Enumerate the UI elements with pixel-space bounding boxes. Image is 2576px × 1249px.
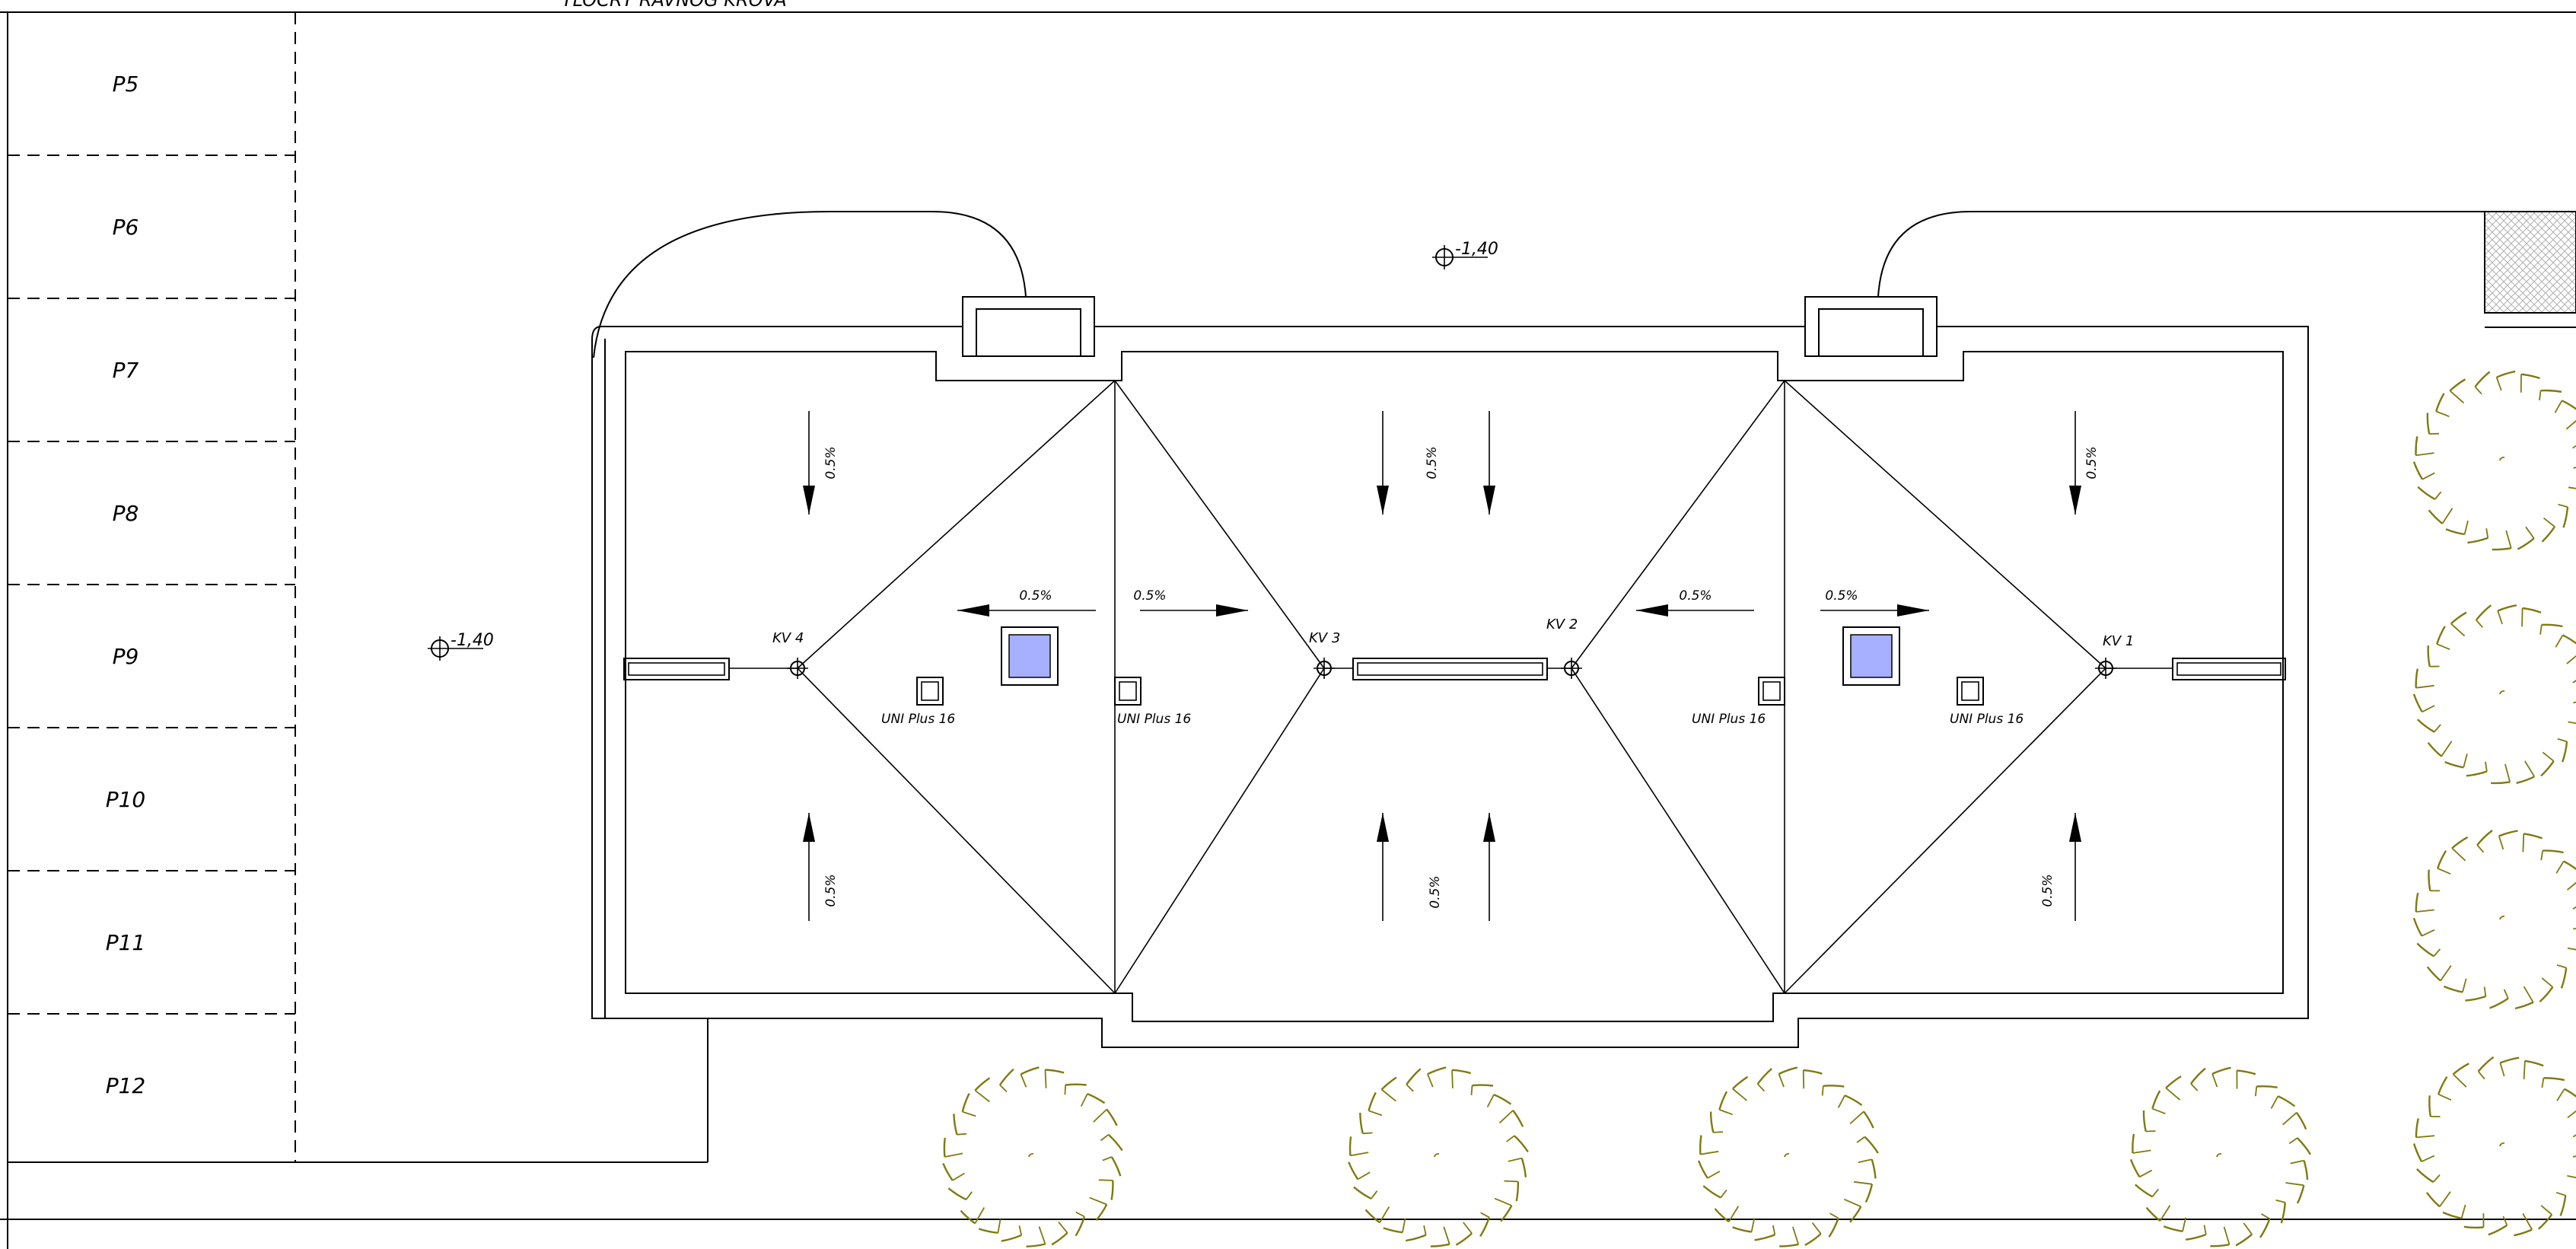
drain-label-kv4: KV 4 [772,630,804,646]
slope-arrowhead [1897,604,1929,617]
slope-arrowhead [1483,813,1495,842]
roof-outline [591,296,2309,1048]
slope-label: 0.5% [1133,588,1166,604]
drain-symbols [787,658,2116,679]
slope-arrowhead [1377,486,1389,515]
slope-label: 0.5% [1019,588,1052,604]
hatched-element [2484,211,2576,328]
slope-arrowhead [2069,813,2081,842]
tree-symbol [2412,1056,2576,1237]
roof-hatch-left [593,211,1095,358]
parking-label-p5: P5 [113,72,139,97]
equipment-label-2: UNI Plus 16 [1117,712,1191,727]
skylight-left [1001,626,1059,686]
equipment-label-3: UNI Plus 16 [1692,712,1766,727]
slope-arrowhead [1216,604,1248,617]
slope-arrowhead [957,604,989,617]
drain-label-kv2: KV 2 [1546,617,1578,632]
tree-symbol [1348,1066,1529,1247]
tree-symbol [1697,1066,1879,1247]
slope-label: 0.5% [1428,875,1443,908]
tree-symbol [942,1066,1123,1247]
slope-arrowhead [803,813,815,842]
parking-label-p10: P10 [106,787,146,812]
parking-label-p9: P9 [113,644,139,669]
parking-label-p6: P6 [113,215,139,240]
trees [942,370,2576,1247]
parking-label-p7: P7 [113,358,139,383]
tree-symbol [2129,1066,2312,1247]
equipment-label-1: UNI Plus 16 [881,712,955,727]
parking-label-p8: P8 [113,501,139,526]
slope-arrowhead [803,486,815,515]
slope-arrowhead [1636,604,1668,617]
slope-label: 0.5% [823,446,839,479]
parking-label-p11: P11 [106,930,146,955]
parking-label-p12: P12 [106,1073,146,1098]
drawing-title: TLOCRT RAVNOG KROVA [562,0,787,11]
slope-label: 0.5% [1825,588,1858,604]
tree-symbol [2412,604,2576,785]
slope-arrowhead [1377,813,1389,842]
elevation-label-top: -1,40 [1455,240,1498,259]
parking-strip [8,12,708,1163]
slope-label: 0.5% [1425,446,1440,479]
drain-label-kv1: KV 1 [2103,633,2134,649]
tree-symbol [2412,370,2576,551]
gutters [623,658,2286,680]
slope-arrowhead [2069,486,2081,515]
slope-arrowhead [1483,486,1495,515]
skylight-right [1842,626,1900,686]
tree-symbol [2412,830,2576,1010]
elevation-marker-top [1432,245,1488,269]
elevation-marker-left [428,636,483,661]
equipment-label-4: UNI Plus 16 [1950,712,2024,727]
slope-label: 0.5% [823,874,839,906]
drain-label-kv3: KV 3 [1309,630,1340,646]
slope-arrows: 0.5% 0.5% 0.5% 0.5% 0.5% 0.5% 0.5% 0.5% 0.5% 0.5% [803,411,2100,921]
equipment-boxes [916,677,1984,706]
slope-label: 0.5% [1679,588,1711,604]
roof-hatch-right [1804,211,2576,357]
slope-label: 0.5% [2040,874,2055,906]
elevation-label-left: -1,40 [451,631,494,650]
slope-label: 0.5% [2084,446,2100,479]
